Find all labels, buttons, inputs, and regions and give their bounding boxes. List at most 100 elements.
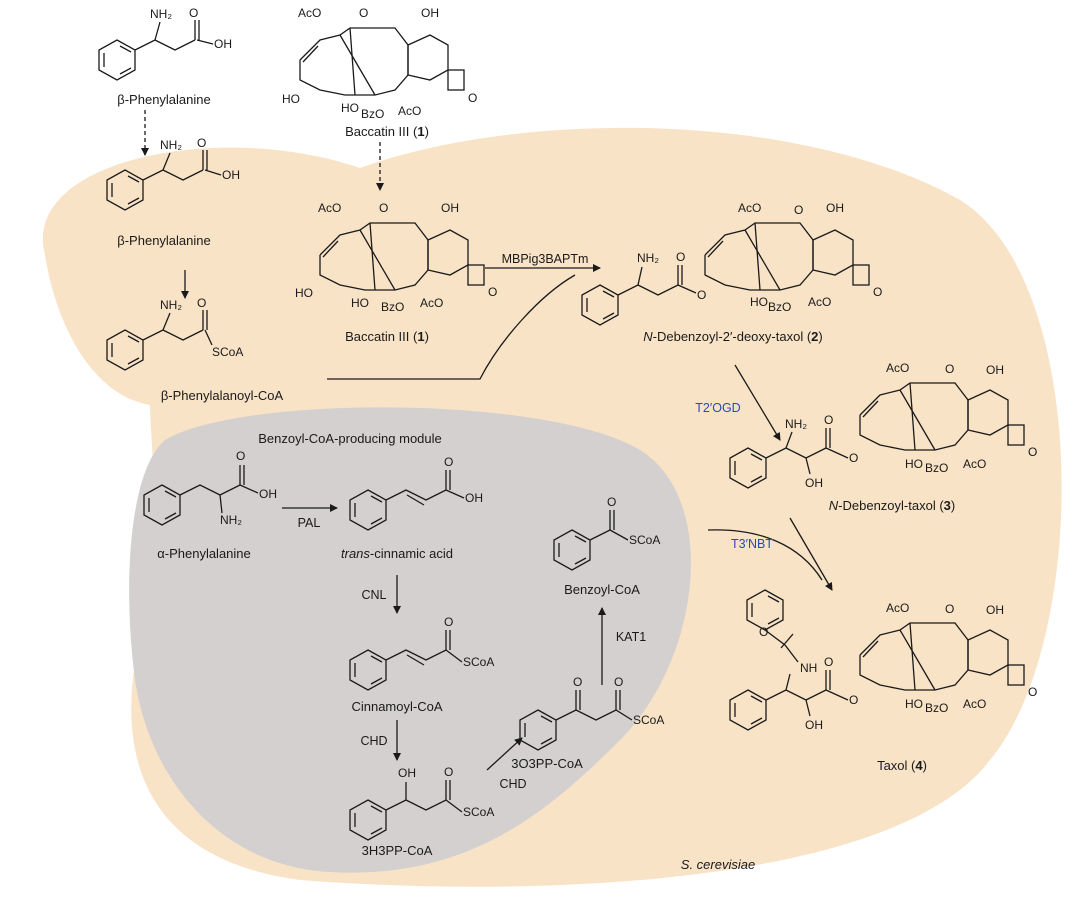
atom-ho: HO — [282, 92, 300, 106]
atom-o: O — [676, 250, 685, 264]
atom-o: O — [444, 455, 453, 469]
atom-ho: HO — [295, 286, 313, 300]
compound-label-2: N-Debenzoyl-2′-deoxy-taxol (2) — [643, 329, 822, 344]
atom-o: O — [607, 495, 616, 509]
compound-label-baccatin: Baccatin III (1) — [345, 124, 429, 139]
compound-label-taxol: Taxol (4) — [877, 758, 927, 773]
atom-scoa: SCoA — [629, 533, 660, 547]
compound-label-alpha-phe: α-Phenylalanine — [157, 546, 251, 561]
enzyme-label-chd: CHD — [360, 734, 387, 748]
atom-o: O — [945, 602, 954, 616]
enzyme-label-t2ogd: T2′OGD — [695, 401, 740, 415]
atom-o: O — [945, 362, 954, 376]
enzyme-label-chd: CHD — [499, 777, 526, 791]
beta-phe-top-chain — [134, 20, 214, 51]
taxane-core — [319, 222, 485, 291]
arrow-benzoyl-transfer — [707, 529, 823, 581]
atom-aco: AcO — [886, 361, 909, 375]
atom-aco: AcO — [808, 295, 831, 309]
atom-o: O — [189, 6, 198, 20]
atom-ho: HO — [905, 457, 923, 471]
atom-bzo: BzO — [381, 300, 404, 314]
compound-label-3h3pp-coa: 3H3PP-CoA — [362, 843, 433, 858]
atom-bzo: BzO — [768, 300, 791, 314]
atom-scoa: SCoA — [212, 345, 243, 359]
atom-bzo: BzO — [361, 107, 384, 121]
atom-nh: NH — [800, 661, 817, 675]
taxane-core — [299, 27, 465, 96]
alpha-phe-chain — [179, 465, 259, 514]
compound-label-3: N-Debenzoyl-taxol (3) — [829, 498, 955, 513]
benzoyl-coa-module-region — [129, 407, 691, 873]
atom-nh2: NH₂ — [785, 417, 807, 431]
beta-phe-coa-chain — [142, 310, 213, 346]
atom-oh: OH — [441, 201, 459, 215]
arrow-mbp-cosubstrate — [327, 274, 576, 380]
atom-oh: OH — [214, 37, 232, 51]
compound-label-3o3pp-coa: 3O3PP-CoA — [511, 756, 583, 771]
module-title: Benzoyl-CoA-producing module — [258, 431, 442, 446]
taxane-core — [859, 382, 1025, 451]
atom-oh: OH — [826, 201, 844, 215]
arrow-t2ogd — [734, 364, 781, 441]
enzyme-label-pal: PAL — [298, 516, 321, 530]
enzyme-label-t3nbt: T3′NBT — [731, 537, 773, 551]
atom-o: O — [236, 449, 245, 463]
atom-o: O — [759, 625, 768, 639]
atom-aco: AcO — [738, 201, 761, 215]
atom-o: O — [573, 675, 582, 689]
atom-o: O — [444, 615, 453, 629]
enzyme-label-kat1: KAT1 — [616, 630, 646, 644]
enzyme-label-cnl: CNL — [361, 588, 386, 602]
atom-aco: AcO — [886, 601, 909, 615]
atom-ho: HO — [351, 296, 369, 310]
atom-scoa: SCoA — [463, 805, 494, 819]
atom-o: O — [488, 285, 497, 299]
atom-o: O — [197, 296, 206, 310]
atom-scoa: SCoA — [633, 713, 664, 727]
atom-aco: AcO — [318, 201, 341, 215]
atom-oh: OH — [398, 766, 416, 780]
compound-label-beta-phe-coa: β-Phenylalanoyl-CoA — [161, 388, 284, 403]
enzyme-label-mbpig3baptm: MBPig3BAPTm — [502, 252, 589, 266]
opp-chain — [555, 690, 633, 721]
atom-aco: AcO — [398, 104, 421, 118]
atom-ho: HO — [341, 101, 359, 115]
atom-oh: OH — [986, 603, 1004, 617]
compound-label-beta-phe: β-Phenylalanine — [117, 92, 210, 107]
benzoyl-coa-chain — [589, 510, 629, 541]
taxane-core — [704, 222, 870, 291]
atom-o: O — [824, 655, 833, 669]
atom-ho: HO — [905, 697, 923, 711]
atom-aco: AcO — [963, 697, 986, 711]
compound-label-cinnamic: trans-cinnamic acid — [341, 546, 453, 561]
atom-o: O — [379, 201, 388, 215]
cmpd3-side-chain — [765, 428, 849, 475]
atom-o: O — [444, 765, 453, 779]
atom-o: O — [794, 203, 803, 217]
cmpd2-side-chain — [617, 265, 697, 296]
atom-nh2: NH₂ — [160, 138, 182, 152]
atom-nh2: NH₂ — [150, 7, 172, 21]
atom-o: O — [359, 6, 368, 20]
benzene-ring — [98, 39, 136, 81]
atom-o: O — [849, 693, 858, 707]
atom-bzo: BzO — [925, 461, 948, 475]
atom-bzo: BzO — [925, 701, 948, 715]
compound-label-cinnamoyl-coa: Cinnamoyl-CoA — [351, 699, 442, 714]
atom-ho: HO — [750, 295, 768, 309]
atom-o: O — [824, 413, 833, 427]
arrow-chd-2 — [486, 737, 523, 771]
atom-o: O — [1028, 445, 1037, 459]
cinnamic-chain — [385, 470, 465, 506]
atom-o: O — [1028, 685, 1037, 699]
atom-o: O — [849, 451, 858, 465]
atom-o: O — [468, 91, 477, 105]
cinnamoyl-chain — [385, 630, 463, 666]
arrow-t3nbt — [789, 517, 833, 591]
atom-nh2: NH₂ — [637, 251, 659, 265]
compound-label-baccatin: Baccatin III (1) — [345, 329, 429, 344]
compound-label-beta-phe: β-Phenylalanine — [117, 233, 210, 248]
